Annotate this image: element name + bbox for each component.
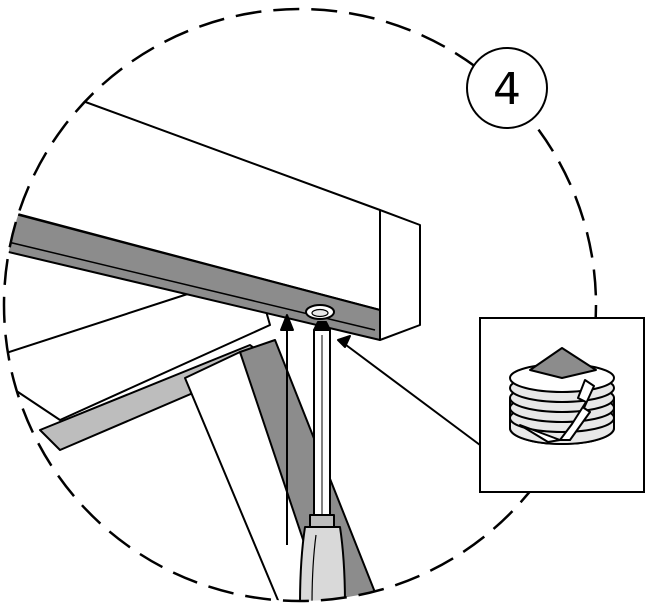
screwdriver-tip — [313, 321, 331, 331]
insertion-arrow-head — [280, 314, 294, 331]
threaded-insert-icon — [509, 347, 615, 445]
callout-pointer-head — [337, 335, 351, 348]
insert-detail-box — [479, 317, 645, 493]
insert-hole-inner — [311, 308, 329, 318]
table-leg-shadow — [239, 339, 381, 601]
screwdriver-handle — [299, 526, 346, 601]
rail-end-face — [379, 209, 421, 341]
step-number: 4 — [493, 64, 521, 115]
detail-view — [4, 79, 421, 601]
screwdriver-handle-groove — [311, 534, 317, 601]
callout-leader-line — [341, 341, 481, 446]
screwdriver-ferrule — [309, 514, 335, 528]
detail-circle — [2, 7, 598, 603]
step-badge: 4 — [466, 47, 548, 129]
